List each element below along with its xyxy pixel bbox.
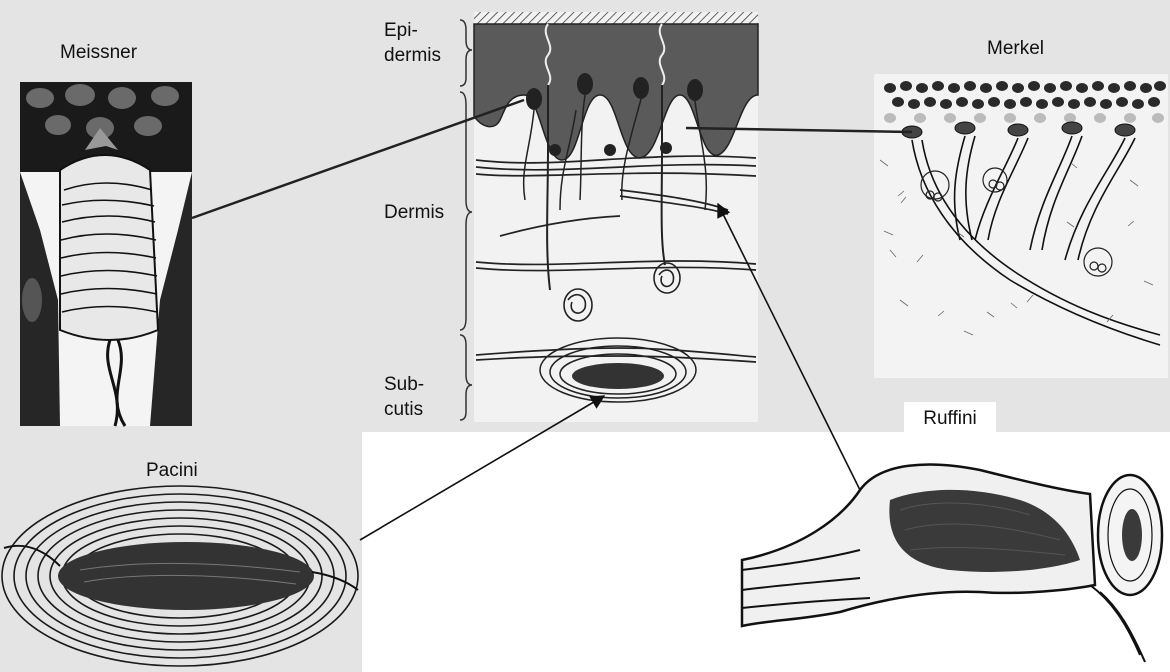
epidermis-label: Epi- dermis [384,18,441,68]
ruffini-illustration [742,465,1162,662]
meissner-illustration [20,82,192,426]
merkel-illustration [874,74,1168,378]
meissner-label: Meissner [60,42,137,64]
skin-cross-section [474,12,758,422]
dermis-label: Dermis [384,200,444,225]
subcutis-label: Sub- cutis [384,372,424,422]
pacini-illustration [2,486,358,666]
merkel-label: Merkel [987,38,1044,60]
ruffini-label: Ruffini [904,402,996,436]
layer-braces [460,20,472,420]
pacini-label: Pacini [146,460,198,482]
